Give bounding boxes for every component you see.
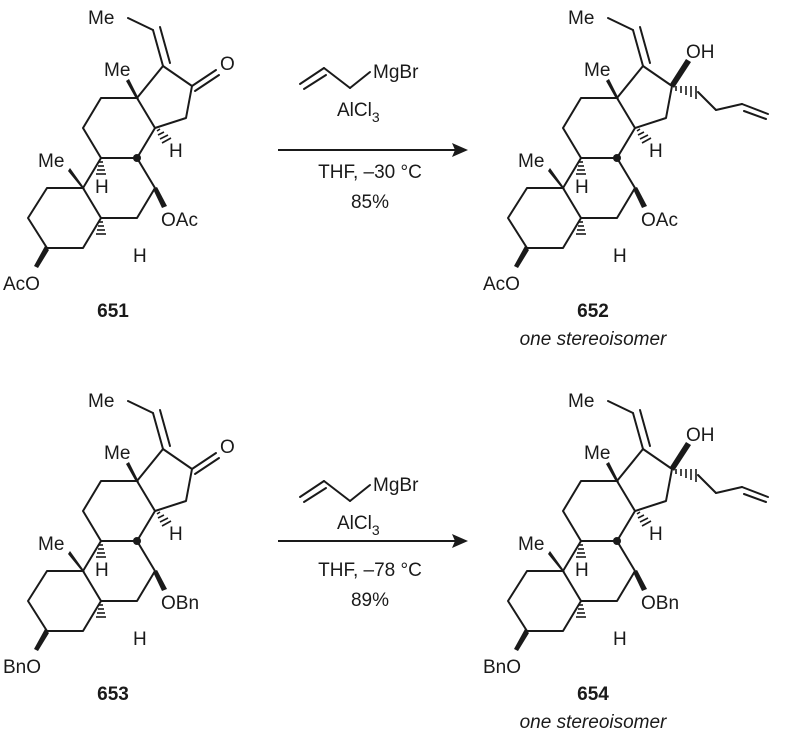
label-aco-c3: AcO (483, 274, 520, 295)
reaction-yield: 85% (351, 192, 389, 213)
reaction-arrow-2: MgBr AlCl3 THF, –78 °C 89% (278, 475, 468, 611)
reaction-1: Me Me Me O H H H OAc AcO 651 MgBr AlCl3 … (3, 8, 769, 350)
label-carbonyl-o: O (220, 54, 235, 75)
compound-number: 652 (577, 301, 609, 322)
label-aco-c3: AcO (3, 274, 40, 295)
label-h-c14: H (169, 141, 183, 162)
reagent-alcl3: AlCl3 (337, 100, 380, 125)
stereo-note: one stereoisomer (520, 329, 667, 350)
reagent-mgbr: MgBr (373, 475, 419, 496)
label-oh: OH (686, 42, 715, 63)
label-h-c9: H (95, 560, 109, 581)
compound-number: 654 (577, 684, 609, 705)
label-me-c13: Me (104, 60, 130, 81)
label-me-c10: Me (38, 534, 64, 555)
label-oh: OH (686, 425, 715, 446)
reactant-653: Me Me Me O H H H OBn BnO 653 (3, 391, 235, 705)
reaction-yield: 89% (351, 590, 389, 611)
label-obn-c6: OBn (641, 593, 679, 614)
label-me-c10: Me (518, 534, 544, 555)
reaction-2: Me Me Me O H H H OBn BnO 653 MgBr AlCl3 … (3, 391, 769, 733)
label-oac-c6: OAc (161, 210, 198, 231)
label-h-c14: H (649, 141, 663, 162)
reaction-conditions: THF, –30 °C (318, 162, 422, 183)
label-h-c5: H (613, 629, 627, 650)
label-me-c13: Me (104, 443, 130, 464)
label-me-ethylidene: Me (568, 8, 594, 29)
label-h-c14: H (169, 524, 183, 545)
label-h-c9: H (575, 177, 589, 198)
label-h-c9: H (95, 177, 109, 198)
label-me-c13: Me (584, 443, 610, 464)
label-h-c9: H (575, 560, 589, 581)
reaction-conditions: THF, –78 °C (318, 560, 422, 581)
label-bno-c3: BnO (483, 657, 521, 678)
reaction-arrow-1: MgBr AlCl3 THF, –30 °C 85% (278, 62, 468, 213)
label-me-c10: Me (518, 151, 544, 172)
product-652: Me Me Me OH H H H OAc AcO 652 one stereo… (483, 8, 769, 350)
product-654: Me Me Me OH H H H OBn BnO 654 one stereo… (483, 391, 769, 733)
label-me-ethylidene: Me (568, 391, 594, 412)
compound-number: 653 (97, 684, 129, 705)
label-h-c5: H (133, 246, 147, 267)
reagent-alcl3: AlCl3 (337, 513, 380, 538)
label-h-c5: H (133, 629, 147, 650)
label-me-c10: Me (38, 151, 64, 172)
label-h-c5: H (613, 246, 627, 267)
reactant-651: Me Me Me O H H H OAc AcO 651 (3, 8, 235, 322)
label-me-ethylidene: Me (88, 391, 114, 412)
label-obn-c6: OBn (161, 593, 199, 614)
label-carbonyl-o: O (220, 437, 235, 458)
compound-number: 651 (97, 301, 129, 322)
label-oac-c6: OAc (641, 210, 678, 231)
label-me-ethylidene: Me (88, 8, 114, 29)
reagent-mgbr: MgBr (373, 62, 419, 83)
label-me-c13: Me (584, 60, 610, 81)
stereo-note: one stereoisomer (520, 712, 667, 733)
label-bno-c3: BnO (3, 657, 41, 678)
label-h-c14: H (649, 524, 663, 545)
